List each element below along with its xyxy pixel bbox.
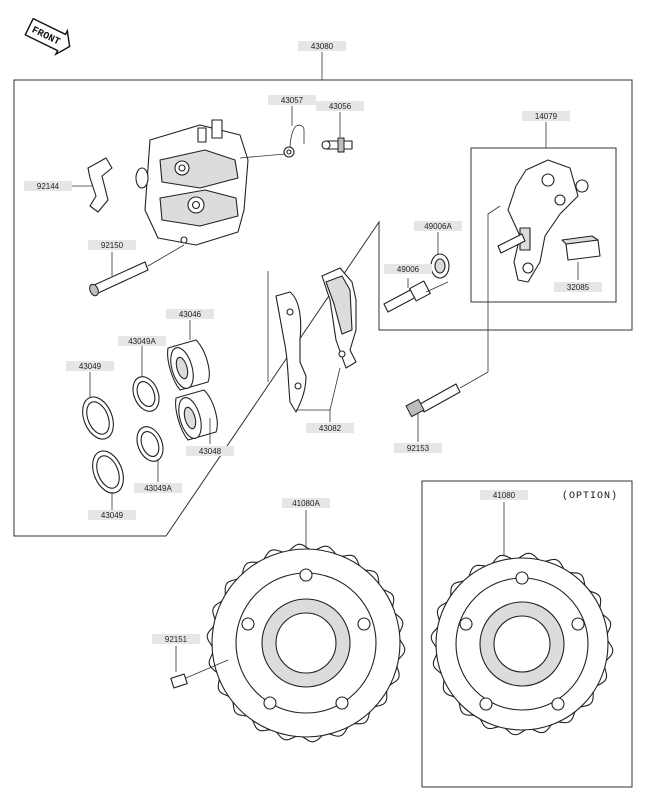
part-number: 43046 [179,310,202,319]
part-number: 92150 [101,241,124,250]
piston-seal-lower [92,450,124,494]
part-number: 41080 [493,491,516,500]
part-number: 43082 [319,424,342,433]
slide-pin [383,280,449,313]
part-number: 43057 [281,96,304,105]
part-number: 41080A [292,499,320,508]
label-14079: 14079 [522,111,570,121]
pin-boot [430,253,450,279]
part-number: 92151 [165,635,188,644]
disc-bolt [170,659,229,689]
mounting-bolt [405,383,461,418]
pad-retainer [561,235,601,261]
label-43080: 43080 [298,41,346,51]
part-number: 43056 [329,102,352,111]
leader-43057-caliper [239,153,286,159]
part-number: 43049 [101,511,124,520]
dust-seal-upper [132,376,160,412]
bleed-pipe [283,124,305,158]
label-92153: 92153 [394,443,442,453]
piston-seal-upper [82,396,114,440]
part-number: 43049A [128,337,156,346]
brake-pad-inner [275,291,307,413]
label-43049a-top: 43049A [118,336,166,346]
bleed-valve [321,137,353,153]
part-number: 43049A [144,484,172,493]
label-49006a: 49006A [414,221,462,231]
leader-43082 [296,409,331,422]
label-49006: 49006 [384,264,432,274]
label-92144: 92144 [24,181,72,191]
label-43049-top: 43049 [66,361,114,371]
label-43049a-bot: 43049A [134,483,182,493]
label-43046: 43046 [166,309,214,319]
caliper-body [135,119,249,246]
part-number: 43080 [311,42,334,51]
label-92151: 92151 [152,634,200,644]
part-number: 49006A [424,222,452,231]
leader-92150-caliper [147,244,185,267]
bracket-frame [470,147,617,303]
caliper-assembly-frame [13,79,633,537]
option-label: (OPTION) [562,490,618,502]
brake-pad-outer [321,267,357,369]
option-disc-frame [421,480,633,788]
label-32085: 32085 [554,282,602,292]
part-number: 43048 [199,447,222,456]
label-41080a: 41080A [282,498,330,508]
leader-92153-bracket [459,205,501,389]
brake-disc-41080a [211,548,401,738]
piston-lower [175,389,218,441]
pad-pin [89,261,149,297]
label-43057: 43057 [268,95,316,105]
caliper-bracket [497,159,589,283]
label-43049-bot: 43049 [88,510,136,520]
part-number: 14079 [535,112,558,121]
part-number: 32085 [567,283,590,292]
label-43056: 43056 [316,101,364,111]
part-number: 49006 [397,265,420,274]
brake-disc-41080 [435,557,609,731]
piston-upper [167,339,210,391]
part-number: 92144 [37,182,60,191]
pad-spring [87,157,113,213]
dust-seal-lower [136,426,164,462]
part-number: 43049 [79,362,102,371]
label-43082: 43082 [306,423,354,433]
leader-43082b [329,367,341,411]
front-arrow-icon: FRONT [24,17,71,56]
label-41080: 41080 [480,490,528,500]
part-number: 92153 [407,444,430,453]
label-43048: 43048 [186,446,234,456]
label-92150: 92150 [88,240,136,250]
